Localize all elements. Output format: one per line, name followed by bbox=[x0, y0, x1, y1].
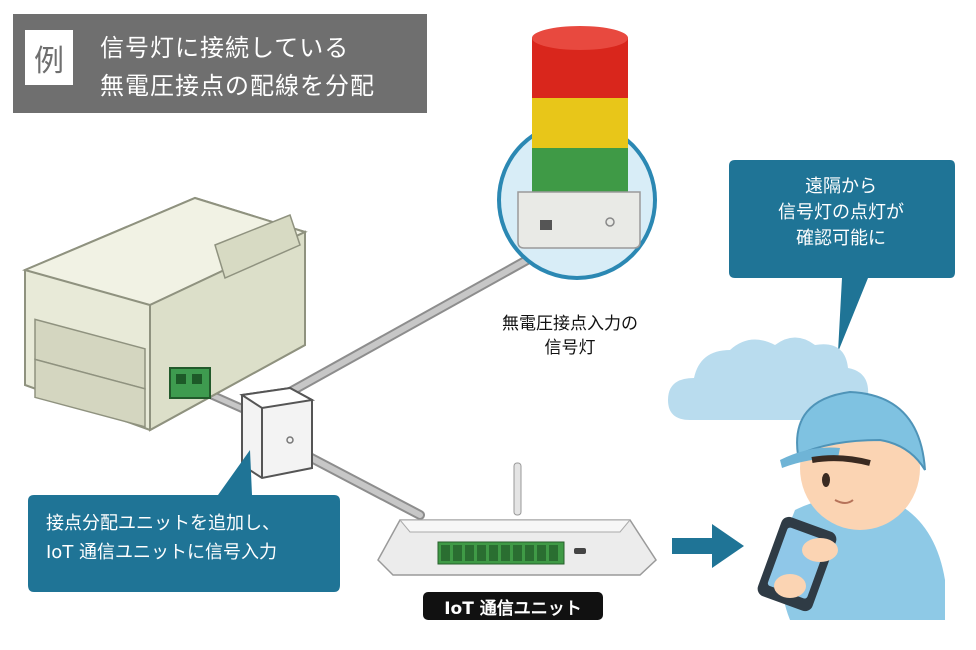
title-line-1: 信号灯に接続している bbox=[100, 34, 350, 62]
right-callout-balloon bbox=[729, 160, 955, 352]
right-callout-line-3: 確認可能に bbox=[796, 228, 886, 249]
distribution-box bbox=[239, 386, 316, 480]
antenna bbox=[513, 462, 522, 516]
controller-device bbox=[21, 196, 308, 432]
example-badge: 例 bbox=[25, 30, 73, 85]
left-callout-line-1: 接点分配ユニットを追加し、 bbox=[46, 513, 280, 534]
right-callout-line-2: 信号灯の点灯が bbox=[778, 202, 904, 223]
right-callout-text: 遠隔から 信号灯の点灯が 確認可能に bbox=[732, 174, 950, 252]
lamp-label: 無電圧接点入力の 信号灯 bbox=[470, 312, 670, 360]
flow-arrow bbox=[672, 524, 744, 568]
person-with-tablet bbox=[757, 390, 945, 620]
left-callout-balloon bbox=[28, 450, 340, 592]
left-callout-text: 接点分配ユニットを追加し、 IoT 通信ユニットに信号入力 bbox=[28, 509, 340, 567]
cloud-shape bbox=[668, 337, 869, 420]
lamp-base bbox=[517, 191, 641, 249]
lamp-green-tier bbox=[532, 148, 628, 192]
title-line-2: 無電圧接点の配線を分配 bbox=[100, 72, 375, 100]
lamp-yellow-tier bbox=[532, 98, 628, 148]
left-callout-line-2: IoT 通信ユニットに信号入力 bbox=[46, 542, 278, 563]
right-callout-line-1: 遠隔から bbox=[805, 176, 877, 197]
title-box bbox=[13, 14, 427, 113]
signal-lamp bbox=[497, 26, 657, 280]
iot-unit-label: IoT 通信ユニット bbox=[423, 592, 603, 620]
lamp-label-line-2: 信号灯 bbox=[544, 338, 596, 358]
iot-unit-device bbox=[377, 462, 657, 576]
lamp-label-line-1: 無電圧接点入力の bbox=[502, 314, 638, 334]
